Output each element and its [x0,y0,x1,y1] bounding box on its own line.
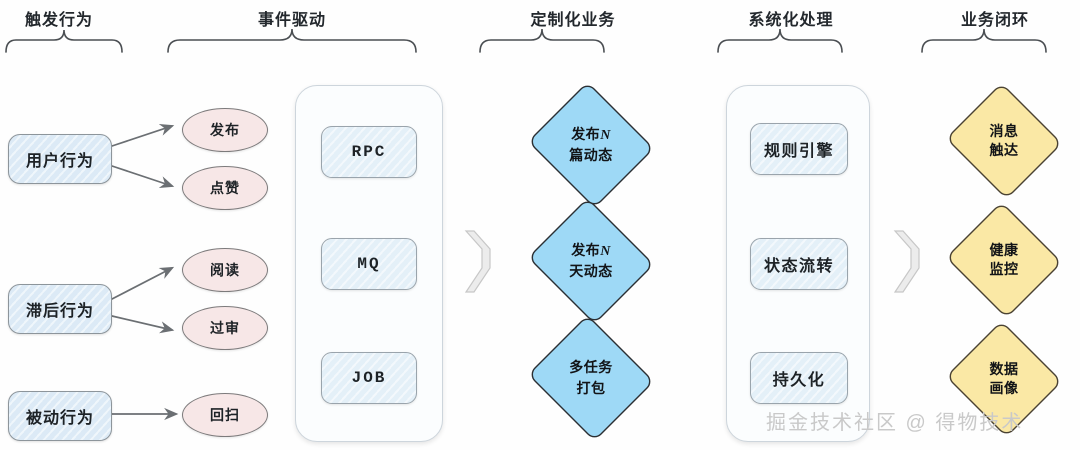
section-title-event: 事件驱动 [257,12,327,29]
section-title-system: 系统化处理 [748,12,834,29]
behavior-label-lag: 滞后行为 [25,303,94,320]
outcome-text-message-reach: 消息 触达 [990,122,1019,160]
module-chip-rule-engine[interactable]: 规则引擎 [750,123,848,175]
outcome-text-data-profile: 数据 画像 [990,360,1019,398]
channel-label-job: JOB [351,369,387,387]
outcome-line2-health-monitor: 监控 [989,261,1019,277]
task-diamond-multi-pack[interactable]: 多任务 打包 [524,314,658,442]
behavior-label-passive: 被动行为 [25,410,94,427]
module-label-rule-engine: 规则引擎 [763,143,834,160]
task-line2-multi-pack: 打包 [576,380,606,396]
section-title-trigger: 触发行为 [24,12,94,29]
chevron-icon-left [464,230,491,293]
arrow-lag-read [111,266,175,300]
channel-label-rpc: RPC [351,143,387,161]
behavior-box-lag[interactable]: 滞后行为 [8,284,112,334]
section-title-custom: 定制化业务 [530,12,616,29]
outcome-text-health-monitor: 健康 监控 [990,241,1019,279]
task-line1-multi-pack: 多任务 [569,359,613,376]
task-text-n-posts: 发布N 篇动态 [569,125,613,165]
module-chip-persistence[interactable]: 持久化 [750,352,848,404]
event-label-like: 点赞 [210,180,240,196]
task-text-n-days: 发布N 天动态 [569,241,613,281]
channel-chip-mq[interactable]: MQ [321,238,417,290]
outcome-diamond-health-monitor[interactable]: 健康 监控 [943,201,1065,319]
module-label-state-flow: 状态流转 [763,258,834,275]
brace-event [167,28,417,53]
arrow-user-like [111,165,175,189]
behavior-label-user: 用户行为 [25,153,94,170]
brace-trigger [5,29,123,53]
task-line2-n-posts: 篇动态 [569,147,613,163]
channel-label-mq: MQ [357,255,381,273]
chevron-icon-right [893,230,920,293]
outcome-line1-data-profile: 数据 [989,361,1019,378]
arrow-user-publish [111,123,175,147]
outcome-line1-message-reach: 消息 [989,123,1019,140]
behavior-event-arrows [111,123,179,421]
section-braces [5,28,1047,53]
event-ellipse-scan[interactable]: 回扫 [182,393,268,437]
section-title-closeloop: 业务闭环 [960,12,1030,29]
outcome-diamond-message-reach[interactable]: 消息 触达 [943,82,1065,200]
channel-chip-rpc[interactable]: RPC [321,126,417,178]
task-var-n-days: N [600,244,611,260]
brace-custom [479,28,605,53]
channel-chip-job[interactable]: JOB [321,352,417,404]
task-var-n-posts: N [600,128,611,144]
brace-system [717,28,843,53]
event-label-scan: 回扫 [210,407,240,423]
task-line2-n-days: 天动态 [569,263,613,279]
outcome-line2-message-reach: 触达 [989,142,1019,158]
outcome-diamond-data-profile[interactable]: 数据 画像 [943,320,1065,438]
arrow-lag-audit [111,315,175,334]
task-line1-n-posts: 发布 [571,126,601,143]
module-label-persistence: 持久化 [772,372,826,389]
outcome-line2-data-profile: 画像 [989,380,1019,396]
task-line1-n-days: 发布 [571,242,601,259]
module-chip-state-flow[interactable]: 状态流转 [750,238,848,290]
event-label-audit: 过审 [210,320,240,336]
task-diamond-n-days[interactable]: 发布N 天动态 [524,197,658,325]
event-ellipse-like[interactable]: 点赞 [182,166,268,210]
task-text-multi-pack: 多任务 打包 [569,358,613,398]
watermark: 掘金技术社区 @ 得物技术 [766,412,1024,434]
behavior-box-user[interactable]: 用户行为 [8,134,112,184]
event-ellipse-read[interactable]: 阅读 [182,248,268,292]
event-label-publish: 发布 [210,122,240,138]
brace-closeloop [921,28,1047,53]
behavior-box-passive[interactable]: 被动行为 [8,391,112,441]
outcome-line1-health-monitor: 健康 [989,242,1019,259]
event-ellipse-publish[interactable]: 发布 [182,108,268,152]
task-diamond-n-posts[interactable]: 发布N 篇动态 [524,81,658,209]
event-label-read: 阅读 [210,262,240,278]
event-ellipse-audit[interactable]: 过审 [182,306,268,350]
